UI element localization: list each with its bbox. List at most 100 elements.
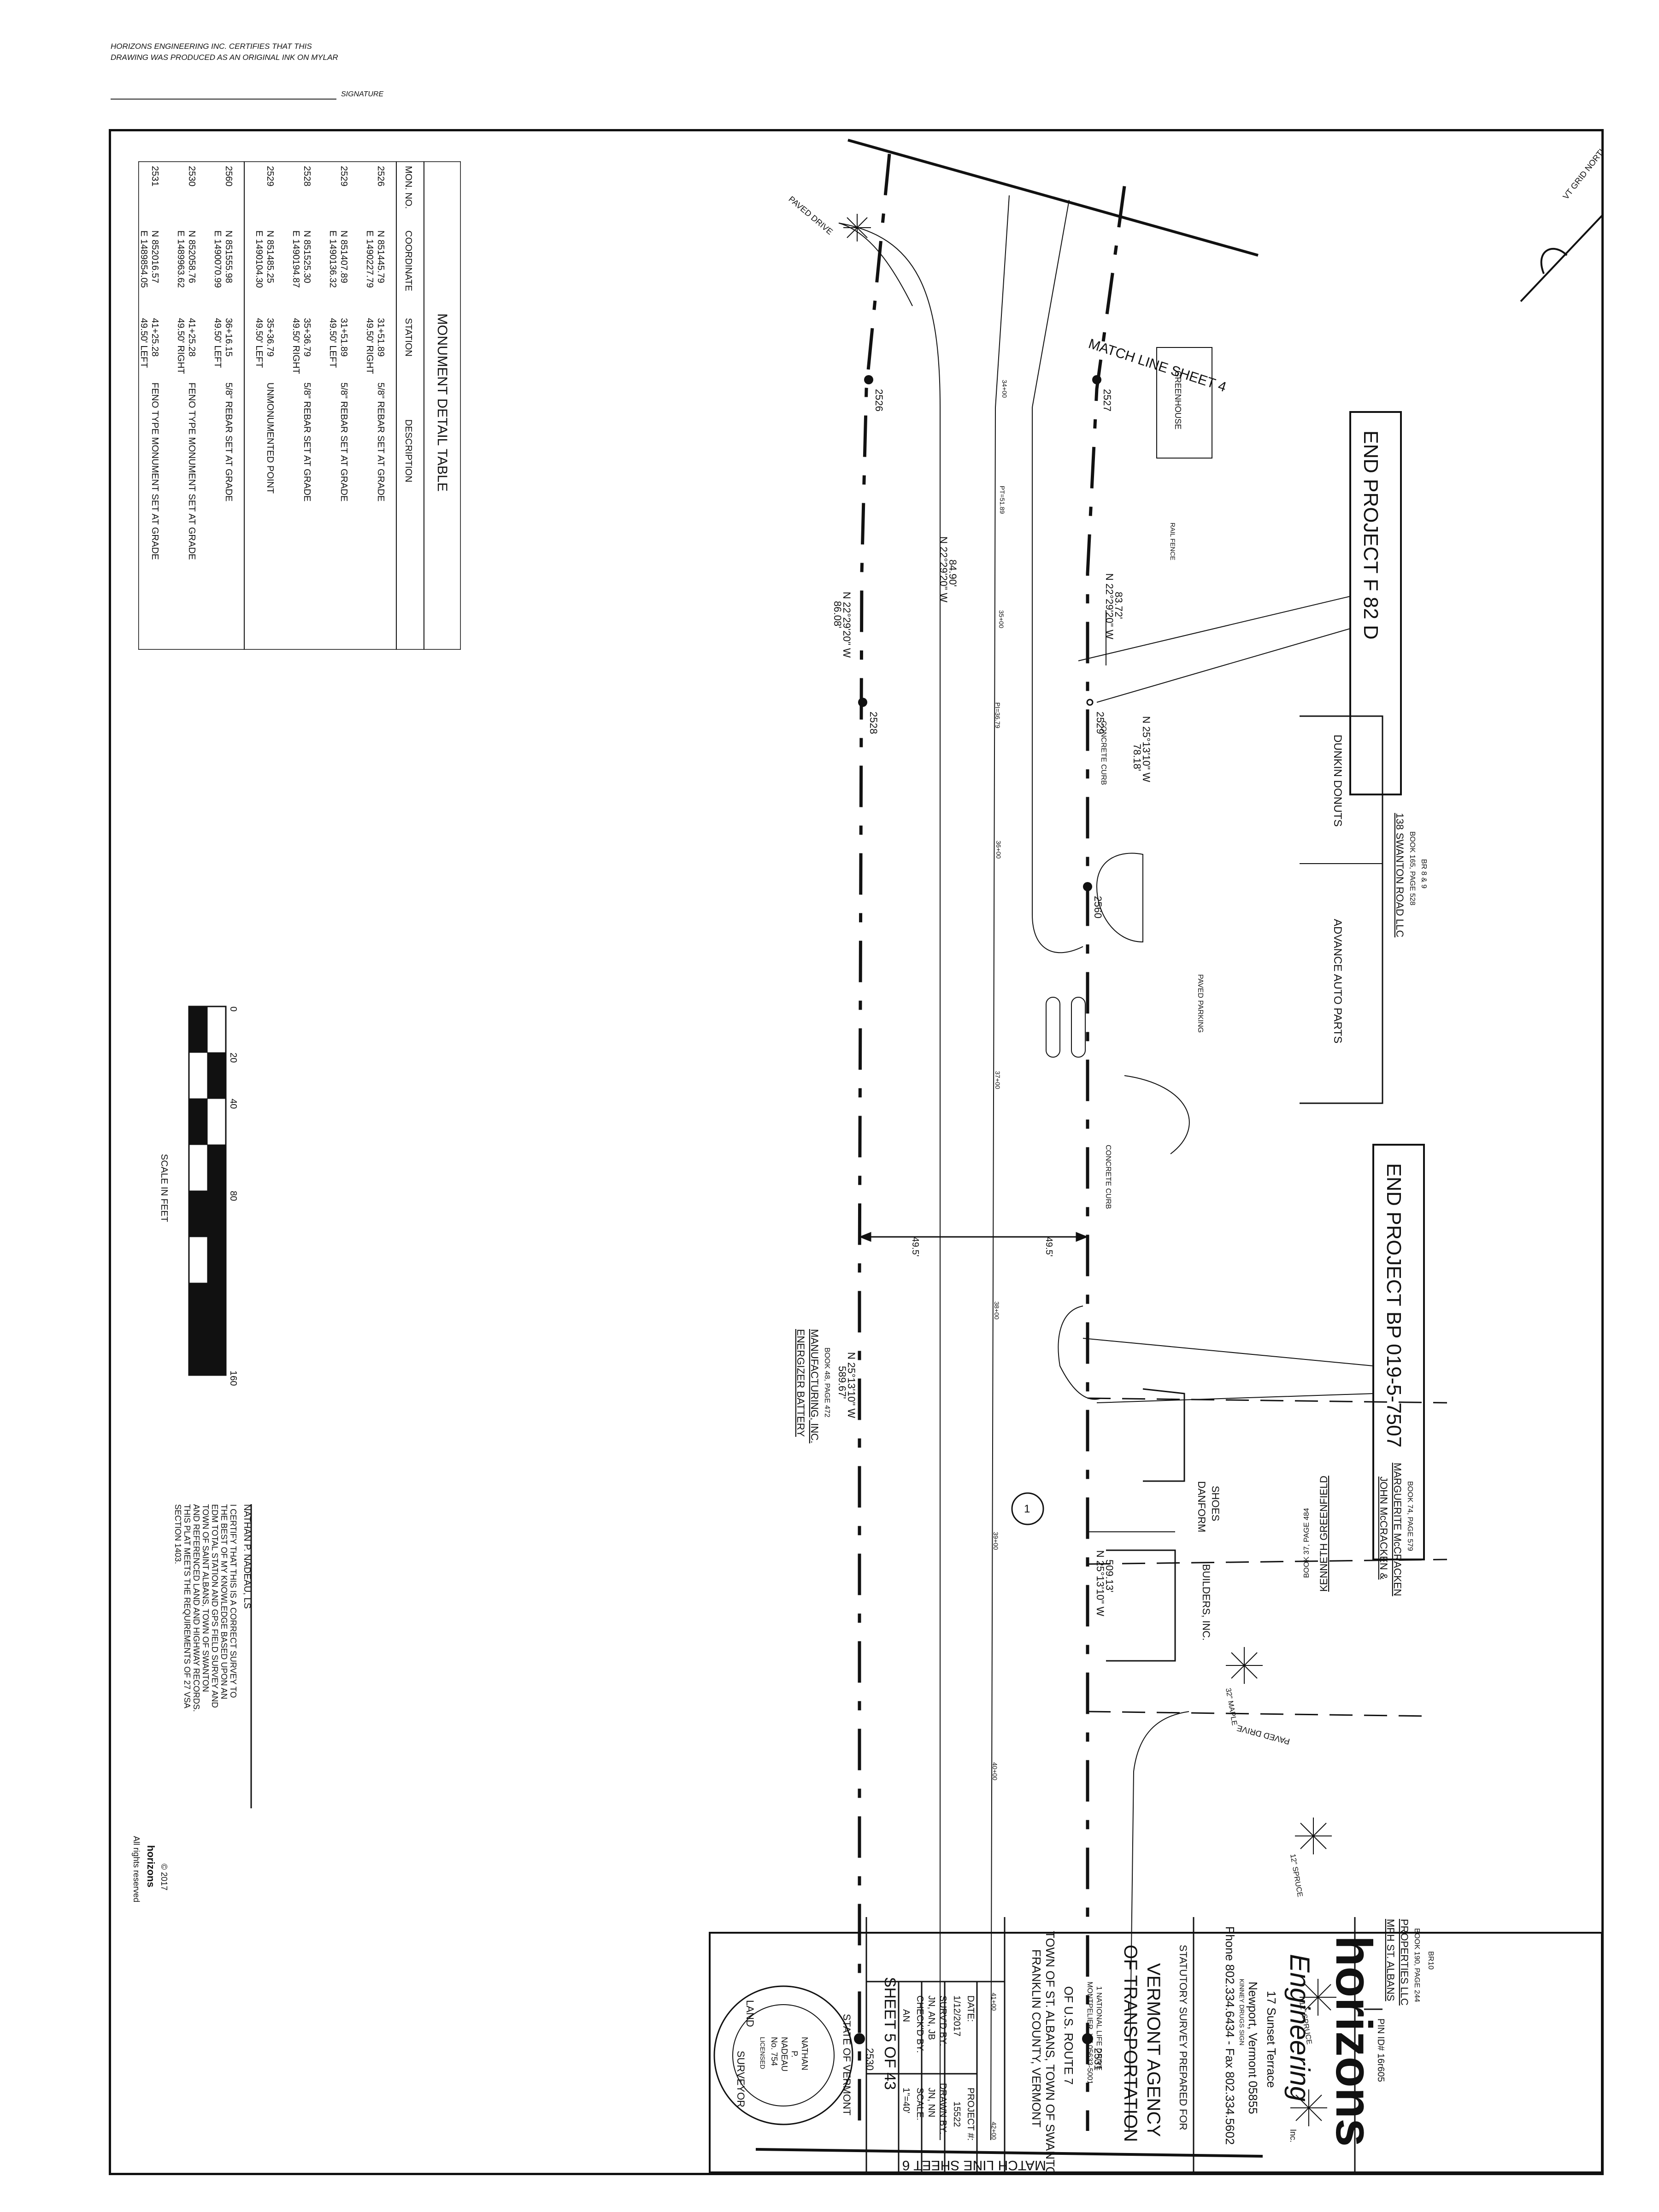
match-line-bottom-label: MATCH LINE SHEET 6 xyxy=(902,2158,1046,2173)
svg-text:UNMONUMENTED POINT: UNMONUMENTED POINT xyxy=(265,382,275,494)
svg-text:MONTPELIER, VT 05633-5001: MONTPELIER, VT 05633-5001 xyxy=(1086,1982,1094,2084)
svg-text:SCALE IN FEET: SCALE IN FEET xyxy=(159,1154,169,1222)
match-line-top xyxy=(847,139,1259,257)
svg-text:40+00: 40+00 xyxy=(991,1762,999,1781)
svg-text:N 851407.89: N 851407.89 xyxy=(339,230,349,283)
svg-text:MARGUERITE McCRACKEN: MARGUERITE McCRACKEN xyxy=(1392,1463,1403,1596)
svg-text:EDM TOTAL STATION AND GPS FIEL: EDM TOTAL STATION AND GPS FIELD SURVEY A… xyxy=(210,1504,219,1708)
svg-text:2531: 2531 xyxy=(1092,2048,1104,2071)
svg-text:41+00: 41+00 xyxy=(990,1993,998,2011)
svg-text:N 25°13'10" W: N 25°13'10" W xyxy=(1141,716,1152,782)
svg-text:VERMONT AGENCY: VERMONT AGENCY xyxy=(1143,1963,1164,2137)
pin-label: PIN ID# 16r605 xyxy=(1376,2018,1386,2082)
svg-text:horizons: horizons xyxy=(145,1845,157,1888)
svg-text:OF U.S. ROUTE 7: OF U.S. ROUTE 7 xyxy=(1062,1986,1076,2085)
svg-text:E 1489963.62: E 1489963.62 xyxy=(176,230,186,288)
svg-text:N 852058.76: N 852058.76 xyxy=(187,230,197,283)
svg-text:49.50' LEFT: 49.50' LEFT xyxy=(139,318,149,368)
svg-text:LICENSED: LICENSED xyxy=(759,2037,766,2069)
match-line-bottom xyxy=(755,2148,1263,2158)
svg-text:12" SPRUCE: 12" SPRUCE xyxy=(1288,1853,1304,1898)
svg-text:160: 160 xyxy=(228,1371,238,1386)
svg-text:78.18': 78.18' xyxy=(1131,744,1143,771)
road-centerline xyxy=(990,195,1010,2141)
svg-text:0: 0 xyxy=(228,1006,238,1012)
svg-text:1: 1 xyxy=(1024,1503,1030,1515)
svg-text:CHECK'D BY:: CHECK'D BY: xyxy=(915,1995,925,2053)
svg-text:36+00: 36+00 xyxy=(995,841,1002,859)
svg-text:PAVED DRIVE: PAVED DRIVE xyxy=(1236,1723,1291,1746)
svg-text:N 25°13'10" W: N 25°13'10" W xyxy=(846,1352,857,1418)
svg-text:ADVANCE AUTO PARTS: ADVANCE AUTO PARTS xyxy=(1331,919,1344,1043)
greenhouse-outline xyxy=(1156,347,1212,459)
svg-text:NATHAN P. NADEAU, LS: NATHAN P. NADEAU, LS xyxy=(242,1504,252,1609)
svg-text:N 851525.30: N 851525.30 xyxy=(302,230,312,283)
monument-table: MONUMENT DETAIL TABLE MON. NO. COORDINAT… xyxy=(137,160,462,651)
svg-text:SHOES: SHOES xyxy=(1210,1486,1221,1521)
road-edge-left xyxy=(838,223,941,2140)
svg-text:2529: 2529 xyxy=(1094,712,1106,734)
svg-text:PAVED DRIVE: PAVED DRIVE xyxy=(787,194,835,236)
svg-text:17 Sunset Terrace: 17 Sunset Terrace xyxy=(1265,1991,1278,2088)
certify-line-2: DRAWING WAS PRODUCED AS AN ORIGINAL INK … xyxy=(111,53,338,62)
monument-table-title: MONUMENT DETAIL TABLE xyxy=(435,313,450,492)
grid-north-label: VT GRID NORTH xyxy=(1561,144,1602,201)
svg-text:DATE:: DATE: xyxy=(965,1995,976,2022)
match-line-top-label: MATCH LINE SHEET 4 xyxy=(1087,336,1228,395)
svg-text:KINNEY DRUGS SIGN: KINNEY DRUGS SIGN xyxy=(1238,1979,1246,2045)
svg-text:N 22°29'20" W: N 22°29'20" W xyxy=(1104,573,1115,639)
svg-text:49.5': 49.5' xyxy=(910,1237,920,1257)
svg-text:N 22°29'20" W: N 22°29'20" W xyxy=(841,592,853,658)
svg-text:138 SWANTON ROAD LLC: 138 SWANTON ROAD LLC xyxy=(1394,813,1406,937)
table-row: 2528 N 851525.30 E 1490194.87 35+36.79 4… xyxy=(291,166,312,501)
svg-text:35+36.79: 35+36.79 xyxy=(265,318,275,357)
table-row: 2526 N 851445.79 E 1490227.79 31+51.89 4… xyxy=(365,166,386,501)
svg-text:589.67': 589.67' xyxy=(836,1366,848,1399)
svg-text:N 851555.98: N 851555.98 xyxy=(224,230,234,283)
svg-text:31+51.89: 31+51.89 xyxy=(339,318,349,357)
svg-text:1 NATIONAL LIFE DRIVE: 1 NATIONAL LIFE DRIVE xyxy=(1095,1986,1103,2071)
svg-text:DUNKIN DONUTS: DUNKIN DONUTS xyxy=(1331,735,1344,827)
drawing-frame xyxy=(109,129,1604,2175)
svg-text:PAVED PARKING: PAVED PARKING xyxy=(1196,974,1204,1033)
svg-text:I CERTIFY THAT THIS IS A CORRE: I CERTIFY THAT THIS IS A CORRECT SURVEY … xyxy=(229,1504,238,1698)
svg-text:P.: P. xyxy=(790,2051,799,2058)
svg-text:ENERGIZER BATTERY: ENERGIZER BATTERY xyxy=(795,1329,806,1437)
svg-text:BUILDERS, INC.: BUILDERS, INC. xyxy=(1200,1564,1212,1641)
svg-text:N 25°13'10" W: N 25°13'10" W xyxy=(1094,1550,1106,1616)
svg-text:PI=36.79: PI=36.79 xyxy=(994,702,1001,729)
svg-text:31+51.89: 31+51.89 xyxy=(376,318,386,357)
svg-text:All rights reserved: All rights reserved xyxy=(132,1836,141,1902)
svg-text:49.50' LEFT: 49.50' LEFT xyxy=(212,318,223,368)
svg-text:E 1490070.99: E 1490070.99 xyxy=(212,230,223,288)
row-line-right xyxy=(1086,186,1126,2131)
svg-text:SURVEYOR: SURVEYOR xyxy=(735,2051,747,2107)
svg-text:83.72': 83.72' xyxy=(1113,592,1124,619)
svg-text:39+00: 39+00 xyxy=(992,1532,1000,1550)
svg-text:THE BEST OF MY KNOWLEDGE BASED: THE BEST OF MY KNOWLEDGE BASED UPON AN xyxy=(219,1504,229,1699)
svg-text:THIS PLAT MEETS THE REQUIREMEN: THIS PLAT MEETS THE REQUIREMENTS OF 27 V… xyxy=(182,1504,192,1708)
svg-text:© 2017: © 2017 xyxy=(159,1864,169,1890)
svg-text:AND REFERENCED LAND AND HIGHWA: AND REFERENCED LAND AND HIGHWAY RECORDS. xyxy=(192,1504,201,1712)
svg-text:NATHAN: NATHAN xyxy=(800,2037,809,2071)
svg-text:PT=51.89: PT=51.89 xyxy=(999,486,1006,514)
dunkin-building xyxy=(1300,715,1383,1104)
svg-text:41+25.28: 41+25.28 xyxy=(187,318,197,357)
svg-text:STATUTORY SURVEY PREPARED FOR: STATUTORY SURVEY PREPARED FOR xyxy=(1177,1945,1189,2130)
svg-text:509.13': 509.13' xyxy=(1104,1559,1115,1593)
svg-text:5/8" REBAR SET AT GRADE: 5/8" REBAR SET AT GRADE xyxy=(224,382,234,501)
svg-text:BOOK 37, PAGE 484: BOOK 37, PAGE 484 xyxy=(1303,1508,1311,1578)
table-row: 2531 N 852016.57 E 1489854.05 41+25.28 4… xyxy=(139,166,160,560)
svg-text:35+36.79: 35+36.79 xyxy=(302,318,312,357)
signature-line xyxy=(111,92,336,100)
svg-text:PROPERTIES LLC: PROPERTIES LLC xyxy=(1399,1919,1410,2006)
svg-text:KENNETH GREENFIELD: KENNETH GREENFIELD xyxy=(1318,1476,1330,1592)
svg-text:2528: 2528 xyxy=(302,166,312,187)
svg-text:41+25.28: 41+25.28 xyxy=(150,318,160,357)
svg-text:MON. NO.: MON. NO. xyxy=(403,166,413,209)
svg-text:SCALE:: SCALE: xyxy=(915,2088,925,2120)
svg-text:34+00: 34+00 xyxy=(1001,380,1008,398)
svg-text:Newport, Vermont 05855: Newport, Vermont 05855 xyxy=(1246,1982,1260,2114)
table-row: 2560 N 851555.98 E 1490070.99 36+16.15 4… xyxy=(212,166,234,501)
svg-text:COORDINATE: COORDINATE xyxy=(403,230,413,291)
